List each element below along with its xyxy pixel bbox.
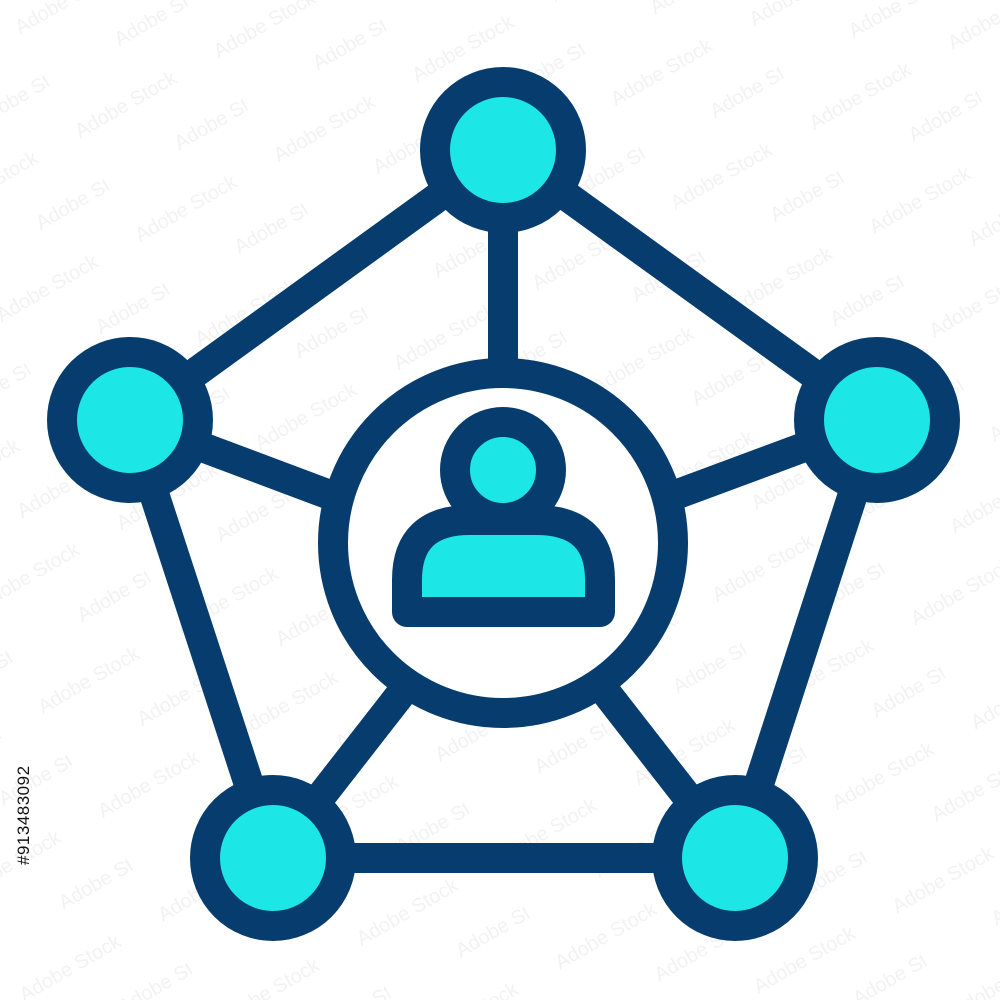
person-head: [440, 407, 566, 533]
node-bottom-right: [652, 775, 818, 941]
stock-id-label: #913483092: [14, 765, 33, 865]
node-left: [47, 337, 213, 503]
node-right: [794, 337, 960, 503]
node-bottom-left: [190, 775, 356, 941]
node-top: [420, 67, 586, 233]
person-body: [392, 505, 615, 627]
person-icon: [392, 407, 615, 627]
